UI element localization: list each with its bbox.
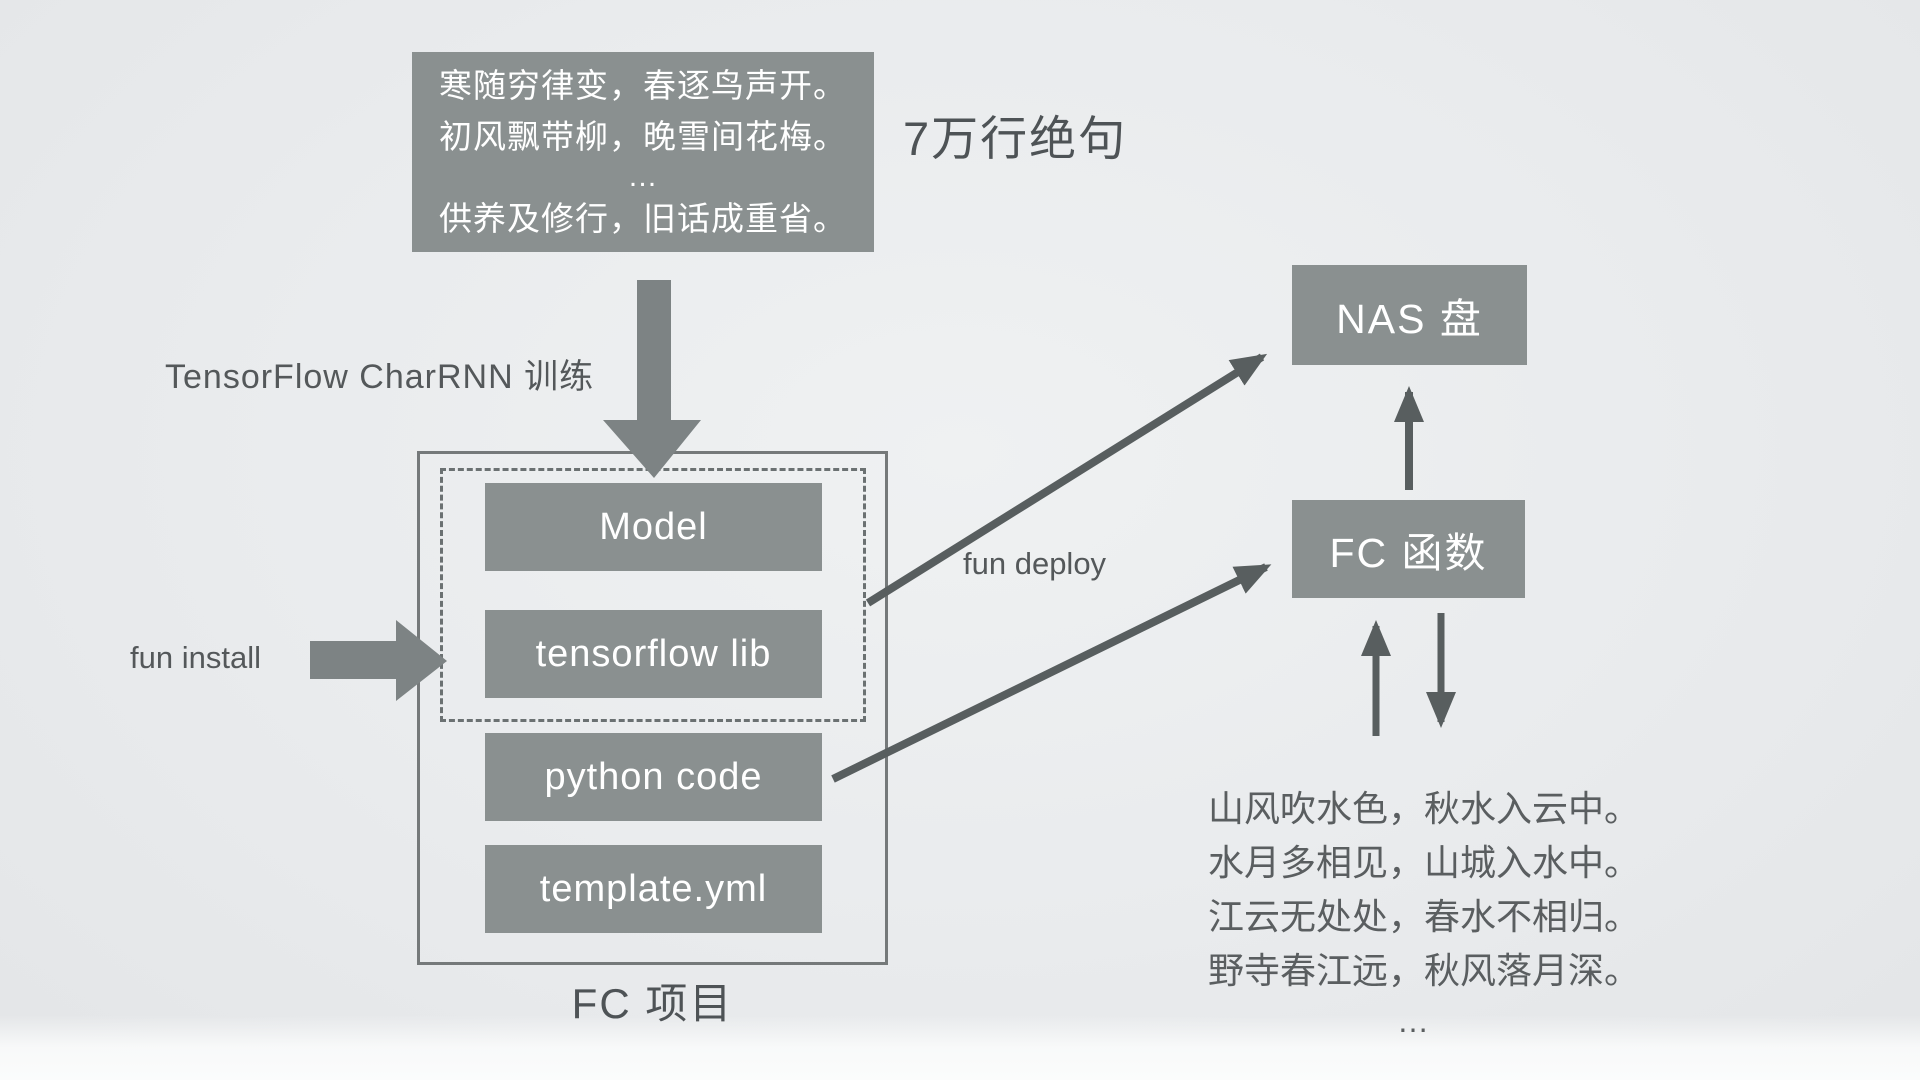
train-block-down-arrow xyxy=(603,280,701,478)
model-box: Model xyxy=(485,483,822,571)
python-code-box: python code xyxy=(485,733,822,821)
nas-disk-label: NAS 盘 xyxy=(1336,296,1483,342)
python-code-label: python code xyxy=(544,755,763,798)
fun-deploy-label: fun deploy xyxy=(963,546,1107,581)
nas-disk-box: NAS 盘 xyxy=(1292,265,1527,365)
model-label: Model xyxy=(599,505,708,548)
output-poem: 山风吹水色，秋水入云中。 水月多相见，山城入水中。 江云无处处，春水不相归。 野… xyxy=(1208,782,1641,1044)
output-poem-ellipsis: … xyxy=(1397,1003,1429,1039)
training-poem-ellipsis: … xyxy=(627,160,659,194)
train-step-label: TensorFlow CharRNN 训练 xyxy=(165,358,595,396)
output-poem-line: 水月多相见，山城入水中。 xyxy=(1208,842,1641,883)
training-corpus-caption: 7万行绝句 xyxy=(903,112,1128,165)
fc-function-label: FC 函数 xyxy=(1329,530,1488,576)
training-poem-line: 寒随穷律变，春逐鸟声开。 xyxy=(439,66,847,104)
fc-project-title: FC 项目 xyxy=(571,980,734,1027)
tensorflow-lib-box: tensorflow lib xyxy=(485,610,822,698)
deploy-arrow-code-to-fc xyxy=(831,563,1272,783)
template-yml-box: template.yml xyxy=(485,845,822,933)
output-poem-line: 江云无处处，春水不相归。 xyxy=(1208,896,1641,937)
fun-install-label: fun install xyxy=(130,640,261,675)
output-poem-line: 山风吹水色，秋水入云中。 xyxy=(1208,788,1641,829)
template-yml-label: template.yml xyxy=(539,867,768,910)
training-poem-line: 初风飘带柳，晚雪间花梅。 xyxy=(439,117,847,155)
training-poem-line: 供养及修行，旧话成重省。 xyxy=(439,199,847,237)
output-poem-line: 野寺春江远，秋风落月深。 xyxy=(1208,950,1641,991)
fc-function-box: FC 函数 xyxy=(1292,500,1525,598)
tensorflow-lib-label: tensorflow lib xyxy=(535,632,772,675)
training-corpus-box: 寒随穷律变，春逐鸟声开。 初风飘带柳，晚雪间花梅。 … 供养及修行，旧话成重省。 xyxy=(412,52,874,252)
